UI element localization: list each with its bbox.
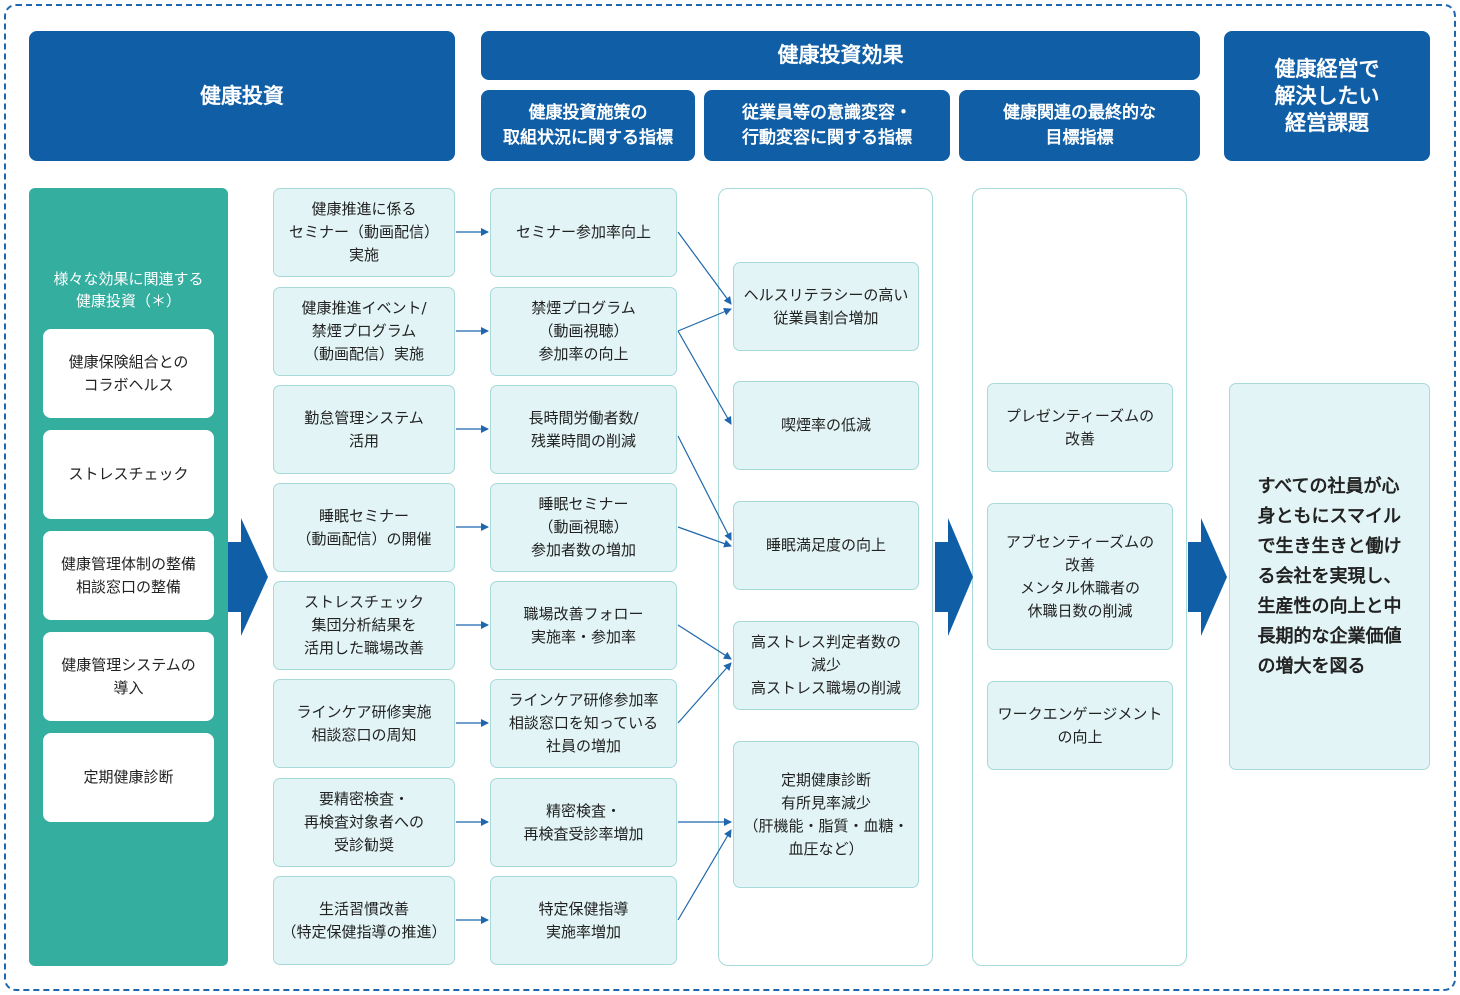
final-target-box: プレゼンティーズムの 改善 (987, 383, 1173, 472)
investment-item: 健康管理体制の整備 相談窓口の整備 (43, 531, 214, 620)
header-investment: 健康投資 (29, 31, 455, 161)
behavior-box: ヘルスリテラシーの高い 従業員割合増加 (733, 262, 919, 351)
indicator-box: ラインケア研修参加率 相談窓口を知っている 社員の増加 (490, 679, 677, 768)
behavior-box: 睡眠満足度の向上 (733, 501, 919, 590)
behavior-box: 定期健康診断 有所見率減少 （肝機能・脂質・血糖・ 血圧など） (733, 741, 919, 888)
indicator-box: 禁煙プログラム （動画視聴） 参加率の向上 (490, 287, 677, 376)
investment-item: ストレスチェック (43, 430, 214, 519)
measure-box: 勤怠管理システム 活用 (273, 385, 455, 474)
behavior-box: 喫煙率の低減 (733, 381, 919, 470)
investment-item: 定期健康診断 (43, 733, 214, 822)
final-target-box: アブセンティーズムの 改善 メンタル休職者の 休職日数の削減 (987, 503, 1173, 650)
left-panel-label: 様々な効果に関連する 健康投資（＊） (53, 270, 204, 310)
final-target-box: ワークエンゲージメント の向上 (987, 681, 1173, 770)
header-effect-measures: 健康投資施策の 取組状況に関する指標 (481, 90, 695, 161)
header-effect-behavior: 従業員等の意識変容・ 行動変容に関する指標 (704, 90, 950, 161)
indicator-box: セミナー参加率向上 (490, 188, 677, 277)
indicator-box: 精密検査・ 再検査受診率増加 (490, 778, 677, 867)
indicator-box: 長時間労働者数/ 残業時間の削減 (490, 385, 677, 474)
measure-box: ラインケア研修実施 相談窓口の周知 (273, 679, 455, 768)
measure-box: 生活習慣改善 （特定保健指導の推進） (273, 876, 455, 965)
outer-frame (4, 4, 1456, 991)
management-issue-box: すべての社員が心 身ともにスマイル で生き生きと働け る会社を実現し、 生産性の… (1229, 383, 1430, 770)
header-issue: 健康経営で 解決したい 経営課題 (1224, 31, 1430, 161)
header-effect-final: 健康関連の最終的な 目標指標 (959, 90, 1200, 161)
measure-box: ストレスチェック 集団分析結果を 活用した職場改善 (273, 581, 455, 670)
indicator-box: 睡眠セミナー （動画視聴） 参加者数の増加 (490, 483, 677, 572)
header-effect: 健康投資効果 (481, 31, 1200, 80)
indicator-box: 特定保健指導 実施率増加 (490, 876, 677, 965)
measure-box: 睡眠セミナー （動画配信）の開催 (273, 483, 455, 572)
investment-item: 健康保険組合との コラボヘルス (43, 329, 214, 418)
measure-box: 要精密検査・ 再検査対象者への 受診勧奨 (273, 778, 455, 867)
measure-box: 健康推進イベント/ 禁煙プログラム （動画配信）実施 (273, 287, 455, 376)
measure-box: 健康推進に係る セミナー（動画配信） 実施 (273, 188, 455, 277)
behavior-box: 高ストレス判定者数の 減少 高ストレス職場の削減 (733, 621, 919, 710)
indicator-box: 職場改善フォロー 実施率・参加率 (490, 581, 677, 670)
investment-item: 健康管理システムの 導入 (43, 632, 214, 721)
